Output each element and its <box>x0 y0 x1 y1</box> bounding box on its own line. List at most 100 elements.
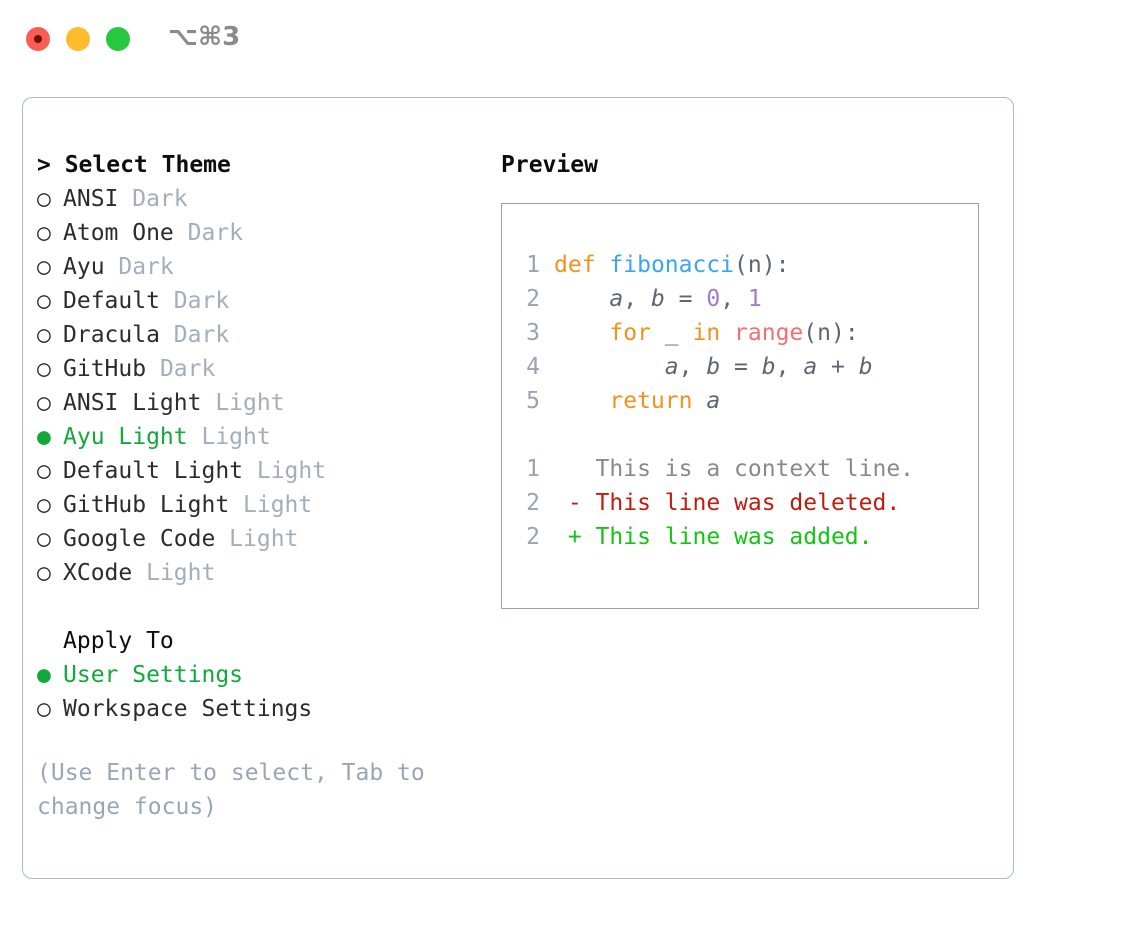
radio-unselected-icon: ○ <box>37 288 51 314</box>
radio-unselected-icon: ○ <box>37 322 51 348</box>
code-token-punct <box>554 388 609 414</box>
line-number: 2 <box>526 524 540 550</box>
diff-line-text: - This line was deleted. <box>554 490 901 516</box>
help-hint-text: (Use Enter to select, Tab to change focu… <box>37 760 425 820</box>
theme-selector-column: > Select Theme ○ANSI Dark○Atom One Dark○… <box>37 148 477 824</box>
code-token-punct: , <box>775 354 804 380</box>
theme-kind-badge: Dark <box>159 322 230 348</box>
line-number: 4 <box>526 354 540 380</box>
theme-option-github-light[interactable]: ○GitHub Light Light <box>37 488 477 522</box>
section-spacer <box>37 590 477 624</box>
code-token-var: a <box>803 354 818 380</box>
diff-line-text: This is a context line. <box>554 456 915 482</box>
code-line: 1 def fibonacci(n): <box>518 248 978 282</box>
code-token-builtin: range <box>734 320 804 346</box>
radio-unselected-icon: ○ <box>37 696 51 722</box>
theme-option-ayu[interactable]: ○Ayu Dark <box>37 250 477 284</box>
theme-option-dracula[interactable]: ○ Dracula Dark <box>37 318 477 352</box>
theme-option-atom-one[interactable]: ○ Atom One Dark <box>37 216 477 250</box>
apply-to-option-label: Workspace Settings <box>63 696 313 722</box>
theme-option-label: GitHub <box>63 356 147 382</box>
code-token-kw: def <box>554 252 596 278</box>
theme-option-default[interactable]: ○ Default Dark <box>37 284 477 318</box>
select-theme-heading: > Select Theme <box>37 152 231 178</box>
minimize-window-button[interactable] <box>66 27 90 51</box>
diff-sample: 1 This is a context line.2 - This line w… <box>518 452 978 554</box>
code-token-kw: for <box>609 320 651 346</box>
code-line: 3 for _ in range(n): <box>518 316 978 350</box>
line-number: 2 <box>526 286 540 312</box>
code-token-var: b <box>650 286 665 312</box>
code-token-punct: = <box>664 286 707 312</box>
theme-option-github[interactable]: ○ GitHub Dark <box>37 352 477 386</box>
code-token-var: b <box>858 354 873 380</box>
close-icon <box>34 35 42 43</box>
code-token-num: 0 <box>706 286 721 312</box>
radio-unselected-icon: ○ <box>37 254 51 280</box>
line-number: 1 <box>526 252 540 278</box>
radio-unselected-icon: ○ <box>37 458 51 484</box>
code-token-punct: = <box>720 354 762 380</box>
theme-option-ansi-light[interactable]: ○ANSI Light Light <box>37 386 477 420</box>
theme-kind-badge: Dark <box>104 254 174 280</box>
theme-kind-badge: Dark <box>118 186 188 212</box>
code-token-kw: return <box>609 388 693 414</box>
code-token-punct <box>720 320 734 346</box>
code-line: 4 a, b = b, a + b <box>518 350 978 384</box>
theme-option-google-code[interactable]: ○Google Code Light <box>37 522 477 556</box>
theme-option-label: GitHub Light <box>63 492 230 518</box>
theme-kind-badge: Dark <box>159 288 230 314</box>
apply-to-option-user-settings[interactable]: ●User Settings <box>37 658 477 692</box>
theme-option-ayu-light[interactable]: ●Ayu Light Light <box>37 420 477 454</box>
apply-to-heading: Apply To <box>63 628 174 654</box>
theme-option-label: Google Code <box>63 526 216 552</box>
code-token-var: a <box>664 354 679 380</box>
line-number: 1 <box>526 456 540 482</box>
theme-option-label: ANSI <box>63 186 119 212</box>
code-line: 5 return a <box>518 384 978 418</box>
preview-heading: Preview <box>501 152 598 178</box>
code-token-punct: + <box>817 354 859 380</box>
theme-option-xcode[interactable]: ○ XCode Light <box>37 556 477 590</box>
theme-kind-badge: Light <box>201 390 285 416</box>
theme-kind-badge: Light <box>187 424 271 450</box>
code-token-var: a <box>609 286 624 312</box>
theme-option-label: Dracula <box>63 322 160 348</box>
theme-list: ○ANSI Dark○Atom One Dark○Ayu Dark○Defaul… <box>37 182 477 590</box>
diff-line-text: + This line was added. <box>554 524 873 550</box>
diff-line-del: 2 - This line was deleted. <box>518 486 978 520</box>
theme-kind-badge: Dark <box>173 220 244 246</box>
theme-option-label: Default Light <box>63 458 244 484</box>
theme-option-label: XCode <box>63 560 133 586</box>
radio-unselected-icon: ○ <box>37 560 51 586</box>
diff-line-ctx: 1 This is a context line. <box>518 452 978 486</box>
code-token-var: b <box>706 354 721 380</box>
maximize-window-button[interactable] <box>106 27 130 51</box>
radio-unselected-icon: ○ <box>37 220 51 246</box>
code-token-punct <box>596 252 610 278</box>
code-token-punct <box>554 320 609 346</box>
apply-to-option-workspace-settings[interactable]: ○ Workspace Settings <box>37 692 477 726</box>
theme-kind-badge: Light <box>215 526 299 552</box>
theme-option-ansi[interactable]: ○ ANSI Dark <box>37 182 477 216</box>
radio-unselected-icon: ○ <box>37 356 51 382</box>
title-bar: ⌥⌘3 <box>0 0 1140 78</box>
line-number: 5 <box>526 388 540 414</box>
theme-kind-badge: Light <box>132 560 216 586</box>
code-token-punct: _ <box>650 320 693 346</box>
keyboard-shortcut-label: ⌥⌘3 <box>168 22 241 52</box>
radio-unselected-icon: ○ <box>37 186 51 212</box>
apply-to-option-label: User Settings <box>63 662 244 688</box>
theme-option-default-light[interactable]: ○Default Light Light <box>37 454 477 488</box>
code-token-var: b <box>761 354 776 380</box>
code-token-punct: (n): <box>734 252 790 278</box>
theme-option-label: ANSI Light <box>63 390 202 416</box>
theme-option-label: Atom One <box>63 220 174 246</box>
code-token-punct <box>692 388 706 414</box>
theme-kind-badge: Dark <box>146 356 216 382</box>
theme-option-label: Default <box>63 288 160 314</box>
code-token-fn: fibonacci <box>609 252 735 278</box>
